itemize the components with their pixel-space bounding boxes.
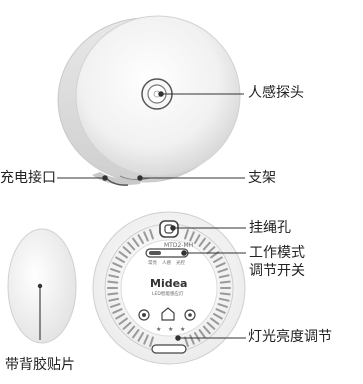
vent-slot <box>122 321 132 330</box>
mode-labels: 常亮 人感 光控 <box>148 259 185 266</box>
vent-slot <box>198 329 206 339</box>
light-front-view <box>57 15 241 186</box>
label-brightness: 灯光亮度调节 <box>248 329 332 345</box>
vent-slot <box>110 303 121 308</box>
svg-text:★: ★ <box>156 326 161 333</box>
adhesive-pad <box>7 228 77 344</box>
vent-slot <box>219 292 231 296</box>
vent-slot <box>219 280 231 284</box>
brightness-controls: ★ ★ ★ <box>138 307 196 333</box>
vent-slot <box>143 231 149 242</box>
label-sensor: 人感探头 <box>248 85 304 101</box>
mode-label-1: 常亮 <box>148 259 157 266</box>
vent-slot <box>210 317 220 325</box>
mode-label-2: 人感 <box>162 259 171 266</box>
vent-slot <box>112 262 123 268</box>
vent-slot <box>202 325 211 335</box>
vent-slot <box>194 332 201 342</box>
vent-slot <box>127 325 136 335</box>
vent-slot <box>149 229 154 240</box>
vent-slot <box>217 268 228 273</box>
vent-slot <box>213 313 223 320</box>
vent-slot <box>184 336 189 347</box>
vent-slot <box>107 280 119 284</box>
vent-slot <box>149 336 154 347</box>
vent-slot <box>194 234 201 244</box>
label-stand: 支架 <box>248 170 276 186</box>
vent-slot <box>218 297 230 302</box>
vent-slot <box>108 297 120 302</box>
vent-slot <box>108 274 120 279</box>
vent-slot <box>132 237 140 247</box>
vent-slot <box>206 321 216 330</box>
callout-lines-top <box>57 91 245 181</box>
label-charging-port: 充电接口 <box>0 170 56 186</box>
svg-text:★: ★ <box>168 326 173 333</box>
vent-slot <box>189 231 195 242</box>
vent-slot <box>189 334 195 345</box>
vent-slot <box>198 237 206 247</box>
vent-slot <box>215 308 226 314</box>
vent-slot <box>184 229 189 240</box>
charging-port-slot <box>151 344 187 354</box>
vent-slot <box>215 262 226 268</box>
vent-slot <box>110 268 121 273</box>
vent-slot <box>107 292 119 296</box>
label-mode-switch-line1: 工作模式 <box>249 245 305 261</box>
vent-slot <box>122 246 132 255</box>
model-text: MTD2-MH <box>164 242 193 249</box>
home-icon <box>161 307 175 321</box>
brand-logo: Midea <box>150 277 187 290</box>
vent-slot <box>118 251 128 259</box>
vent-slot <box>118 317 128 325</box>
mode-label-3: 光控 <box>176 259 185 266</box>
brand-subtitle: LED智能感应灯 <box>152 290 184 297</box>
vent-slots <box>107 229 231 347</box>
vent-slot <box>115 313 125 320</box>
vent-slot <box>132 329 140 339</box>
vent-slot <box>115 256 125 263</box>
vent-slot <box>202 241 211 251</box>
vent-slot <box>217 303 228 308</box>
label-adhesive-pad: 带背胶贴片 <box>5 357 75 373</box>
vent-slot <box>127 241 136 251</box>
callout-lines-bottom <box>170 225 246 341</box>
svg-text:★: ★ <box>180 326 185 333</box>
vent-slot <box>206 246 216 255</box>
vent-slot <box>213 256 223 263</box>
vent-slot <box>137 234 144 244</box>
label-mode-switch-line2: 调节开关 <box>249 263 305 279</box>
vent-slot <box>112 308 123 314</box>
label-lanyard-hole: 挂绳孔 <box>249 220 291 236</box>
vent-slot <box>143 334 149 345</box>
vent-slot <box>218 274 230 279</box>
vent-slot <box>137 332 144 342</box>
light-back-view: MTD2-MH 常亮 人感 光控 Midea LED智能感应灯 ★ <box>92 211 246 365</box>
